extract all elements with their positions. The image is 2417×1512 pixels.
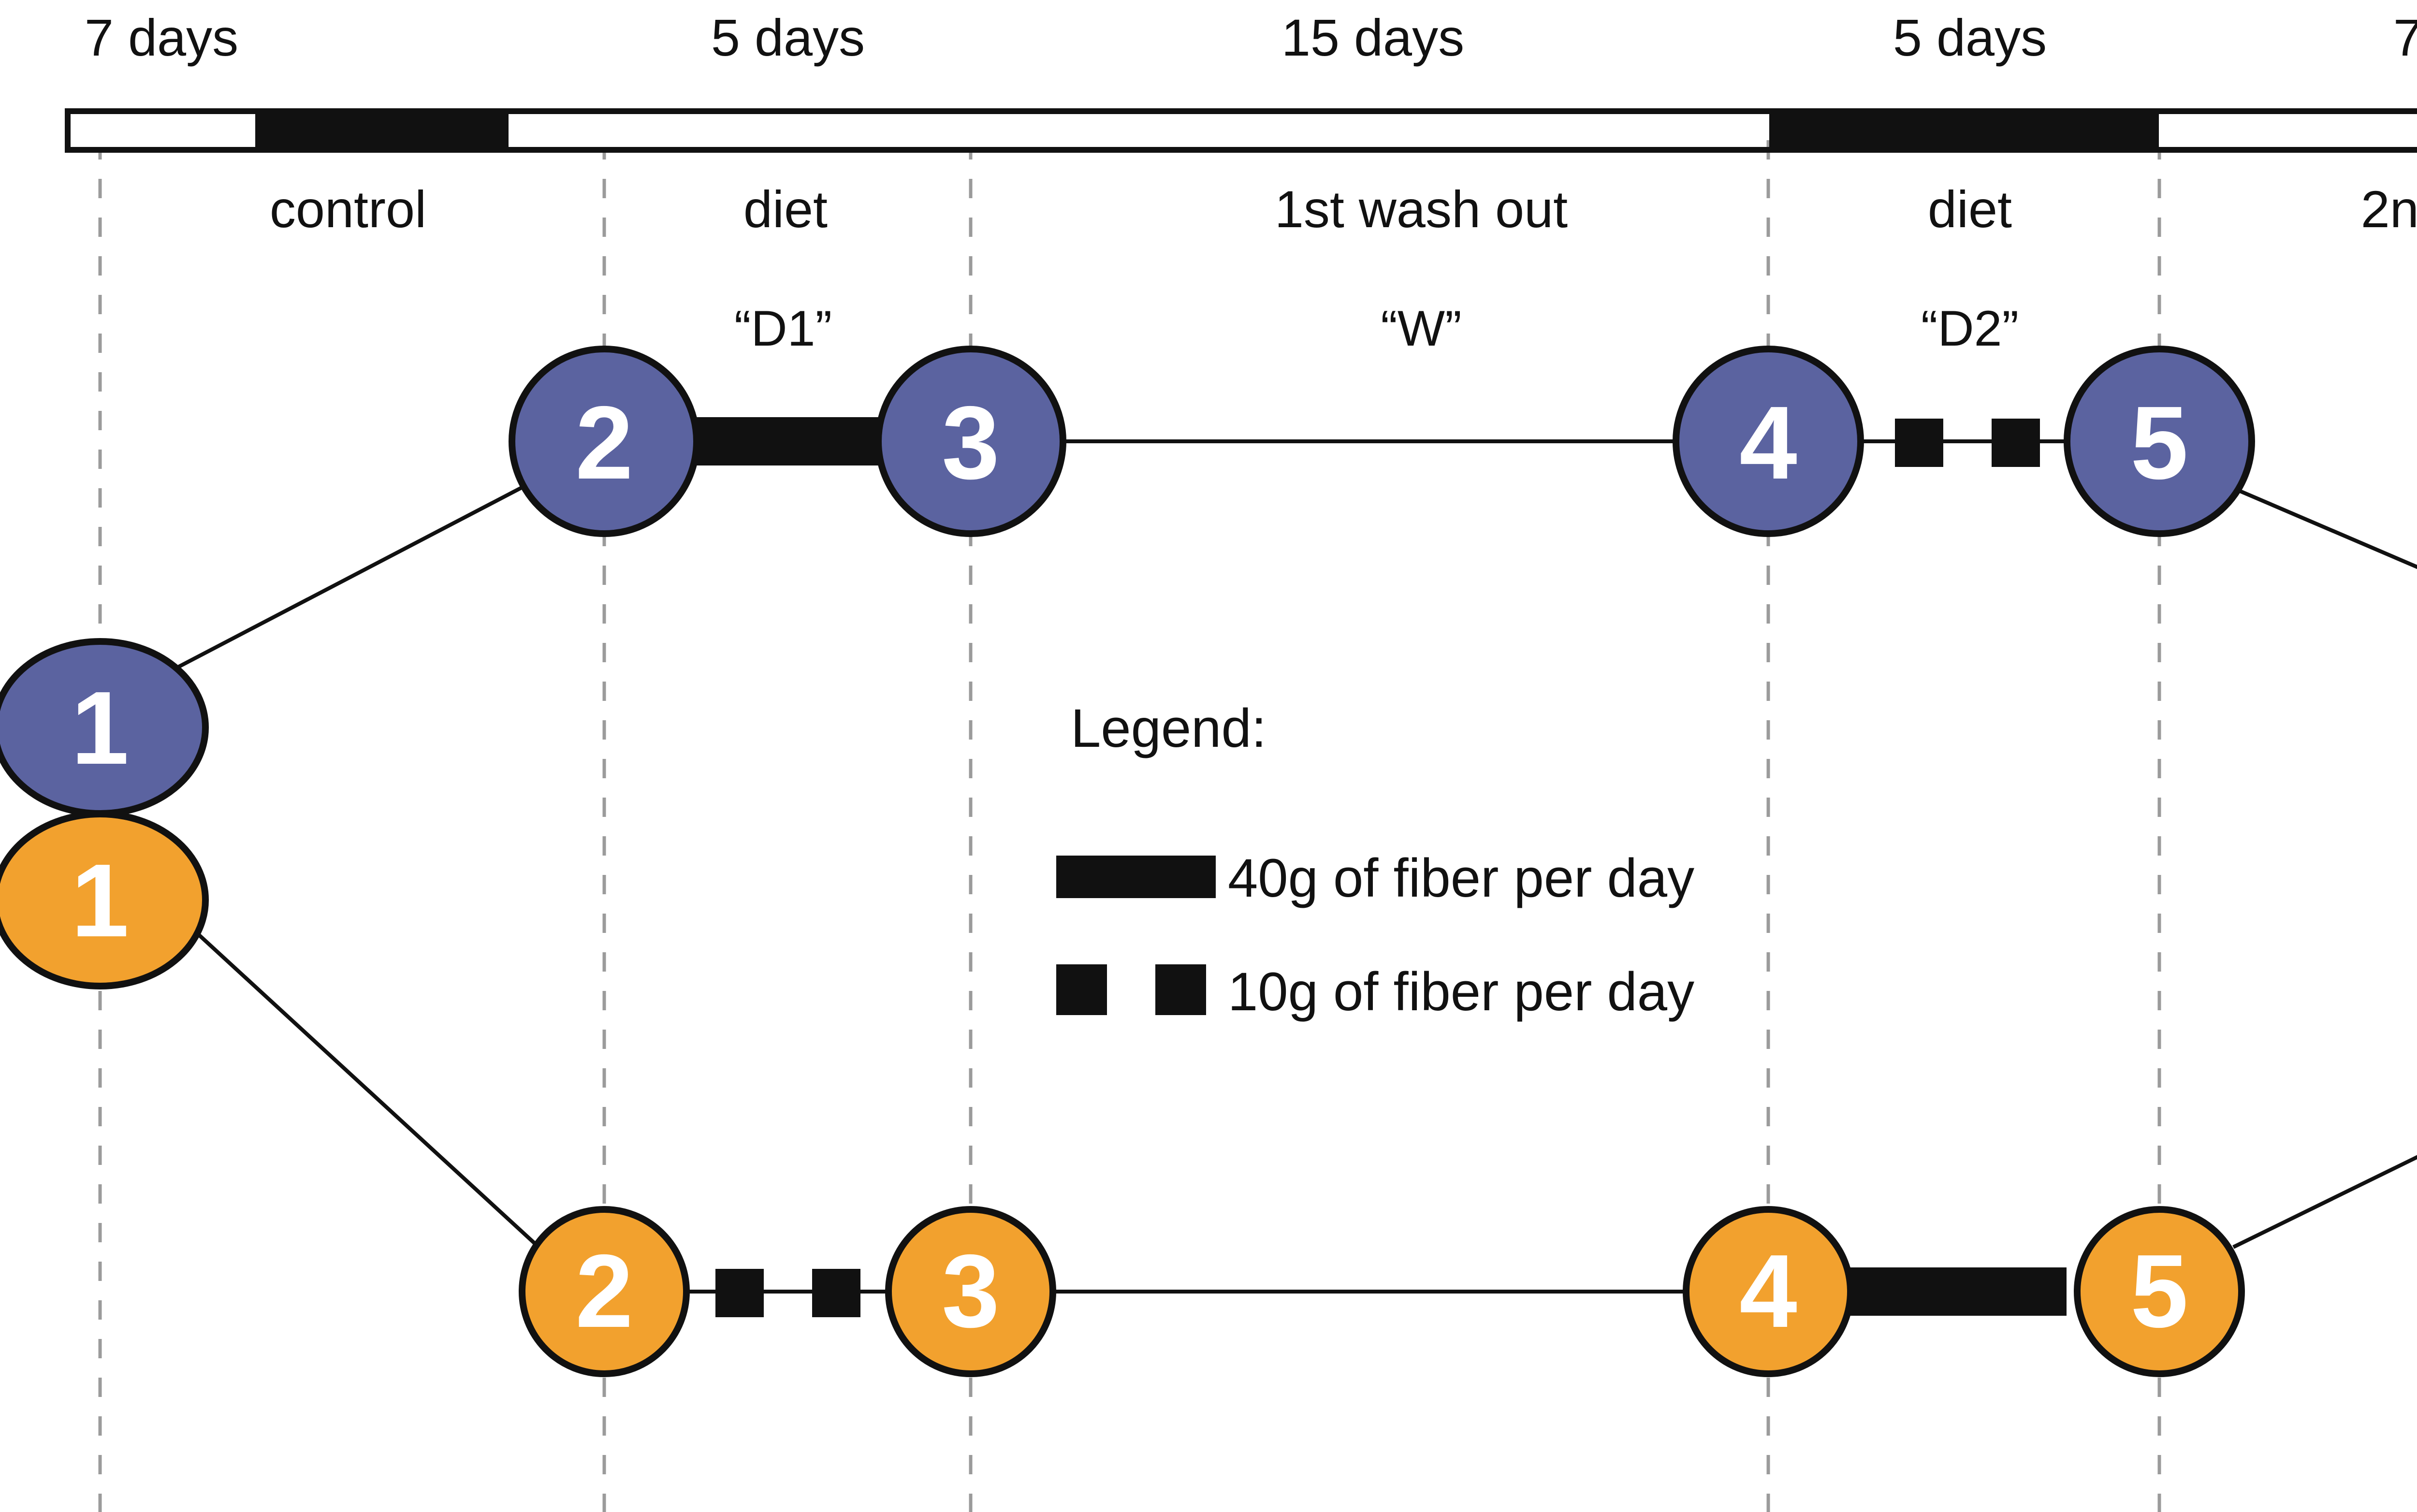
node-orange-2[interactable]: 2 (519, 1206, 690, 1377)
node-blue-3[interactable]: 3 (875, 346, 1066, 537)
phase-duration-labels: 7 days 5 days 15 days 5 days 7 days (85, 8, 2417, 67)
node-blue-5[interactable]: 5 (2064, 346, 2255, 537)
phase-guide-lines (98, 140, 2161, 1512)
node-blue-4-label: 4 (1739, 384, 1797, 501)
legend-label-10g: 10g of fiber per day (1228, 961, 1694, 1022)
node-orange-2-shape[interactable] (519, 1206, 690, 1377)
node-blue-2-shape[interactable] (509, 346, 700, 537)
node-blue-5-label: 5 (2130, 384, 2188, 501)
node-orange-1-shape[interactable] (0, 811, 209, 989)
period-code-d2: “D2” (1921, 301, 2019, 357)
link-orange-2-3-square-1 (715, 1269, 764, 1317)
legend-title: Legend: (1071, 698, 1267, 758)
phase-name-labels: control diet 1st wash out diet 2nd wash … (270, 180, 2417, 238)
node-blue-2[interactable]: 2 (509, 346, 700, 537)
phase-name-washout2: 2nd wash out (2361, 180, 2417, 238)
node-blue-5-shape[interactable] (2064, 346, 2255, 537)
link-orange-5-6 (2232, 1155, 2417, 1249)
node-orange-4-label: 4 (1739, 1233, 1797, 1349)
timeline-segment-diet1 (255, 110, 509, 151)
link-blue-2-3-thick (674, 417, 904, 465)
node-orange-4[interactable]: 4 (1683, 1206, 1854, 1377)
link-blue-4-5-square-1 (1895, 419, 1943, 467)
link-orange-1-2 (153, 893, 543, 1251)
legend-swatch-dashed-bar-icon-square-1 (1056, 964, 1107, 1015)
node-blue-3-shape[interactable] (875, 346, 1066, 537)
link-blue-5-6 (2232, 486, 2417, 569)
node-orange-2-label: 2 (575, 1233, 633, 1349)
timeline-outline (65, 108, 2417, 153)
period-code-w: “W” (1381, 301, 1461, 357)
phase-name-washout1: 1st wash out (1275, 180, 1568, 238)
node-blue-1-label: 1 (71, 669, 129, 786)
node-blue-4-shape[interactable] (1673, 346, 1864, 537)
node-blue-2-label: 2 (575, 384, 633, 501)
node-orange-3-shape[interactable] (885, 1206, 1056, 1377)
phase-name-diet1: diet (743, 180, 828, 238)
timeline-segment-washout2 (2158, 114, 2417, 147)
phase-name-control: control (270, 180, 426, 238)
node-orange-3[interactable]: 3 (885, 1206, 1056, 1377)
link-blue-1-2 (159, 477, 540, 679)
phase-duration-control: 7 days (85, 8, 238, 67)
node-orange-3-label: 3 (942, 1233, 1000, 1349)
phase-name-diet2: diet (1928, 180, 2012, 238)
node-blue-1[interactable]: 1 (0, 638, 209, 817)
link-blue-4-5-square-2 (1992, 419, 2040, 467)
arm-orange-links (153, 893, 2417, 1317)
node-blue-4[interactable]: 4 (1673, 346, 1864, 537)
period-code-labels: “D1” “W” “D2” (734, 301, 2019, 357)
node-orange-5-shape[interactable] (2074, 1206, 2245, 1377)
arm-orange-nodes: 1 2 3 4 5 6 (0, 811, 2245, 1377)
arm-blue-nodes: 1 2 3 4 5 6 (0, 346, 2255, 817)
phase-duration-washout1: 15 days (1281, 8, 1464, 67)
legend: Legend: 40g of fiber per day 10g of fibe… (1056, 698, 1694, 1022)
link-orange-4-5-thick (1837, 1267, 2067, 1316)
node-orange-4-shape[interactable] (1683, 1206, 1854, 1377)
phase-duration-diet1: 5 days (711, 8, 865, 67)
legend-label-40g: 40g of fiber per day (1228, 848, 1694, 908)
timeline-bar (65, 108, 2417, 153)
timeline-segment-diet2 (1769, 110, 2159, 151)
period-code-d1: “D1” (734, 301, 832, 357)
node-orange-1[interactable]: 1 (0, 811, 209, 989)
node-orange-5-label: 5 (2130, 1233, 2188, 1349)
node-blue-3-label: 3 (942, 384, 1000, 501)
timeline-segment-control (68, 114, 255, 147)
phase-duration-diet2: 5 days (1893, 8, 2047, 67)
legend-swatch-dashed-bar-icon-square-2 (1155, 964, 1206, 1015)
timeline-segment-washout1 (508, 114, 1271, 147)
link-orange-2-3-square-2 (812, 1269, 860, 1317)
arm-blue-links (159, 417, 2417, 679)
node-orange-1-label: 1 (71, 842, 129, 959)
legend-swatch-solid-bar-icon (1056, 856, 1216, 898)
node-orange-5[interactable]: 5 (2074, 1206, 2245, 1377)
phase-duration-washout2: 7 days (2393, 8, 2417, 67)
